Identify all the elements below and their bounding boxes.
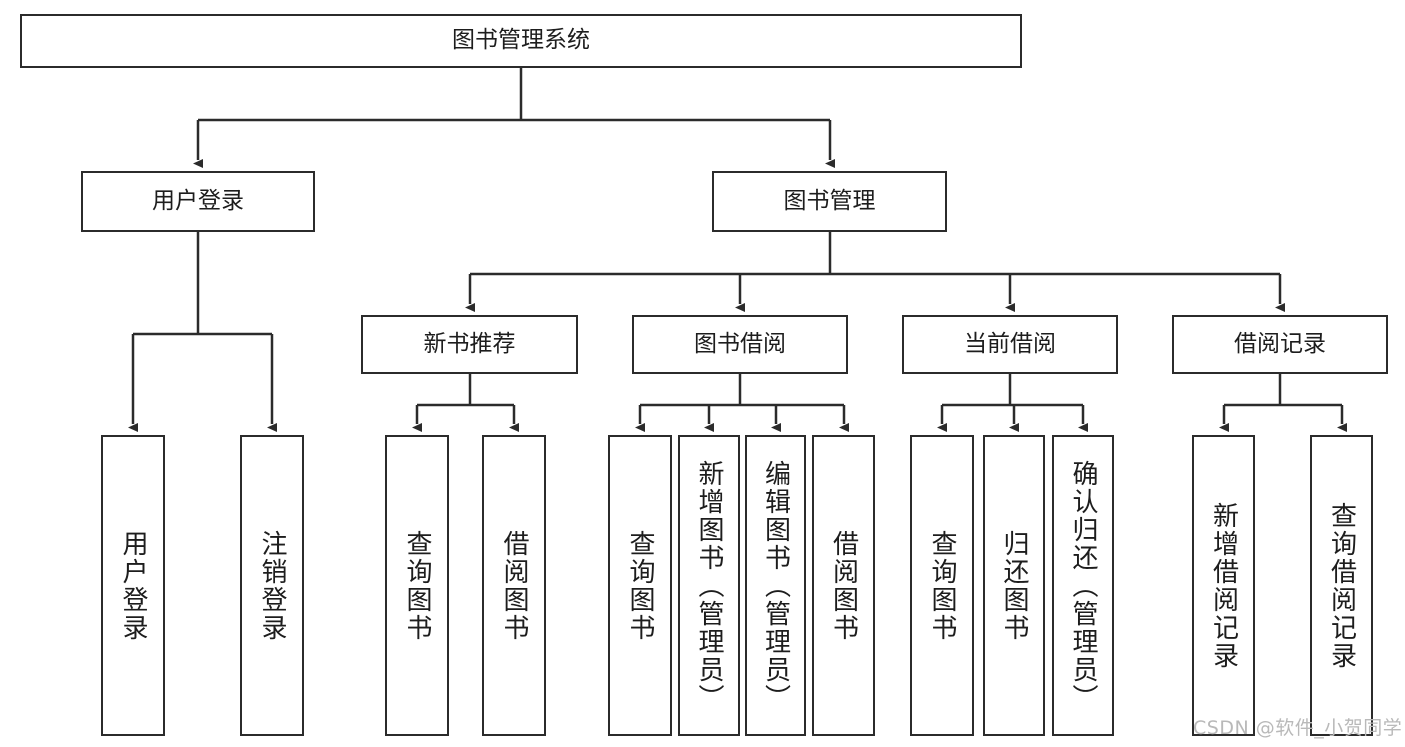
node-label: 借阅图书: [828, 529, 859, 642]
node-label: 确认归还（管理员）: [1068, 459, 1098, 712]
node-label: 注销登录: [257, 529, 287, 642]
node-l2-book-manage[interactable]: 图书管理: [712, 171, 947, 232]
node-label: 图书管理: [783, 187, 876, 214]
node-label: 编辑图书（管理员）: [760, 459, 791, 712]
node-label: 用户登录: [152, 187, 244, 214]
node-leaf-return-book[interactable]: 归还图书: [983, 435, 1045, 736]
node-label: 查询图书: [402, 529, 432, 642]
node-leaf-borrow-books-1[interactable]: 借阅图书: [482, 435, 546, 736]
node-label: 新书推荐: [423, 330, 516, 357]
node-label: 新增借阅记录: [1208, 501, 1239, 670]
node-leaf-query-books-2[interactable]: 查询图书: [608, 435, 672, 736]
node-leaf-edit-book[interactable]: 编辑图书（管理员）: [745, 435, 806, 736]
node-label: 借阅记录: [1234, 330, 1326, 357]
node-l3-current-borrow[interactable]: 当前借阅: [902, 315, 1118, 374]
node-l3-borrow-record[interactable]: 借阅记录: [1172, 315, 1388, 374]
node-label: 图书借阅: [694, 330, 786, 357]
node-label: 查询图书: [625, 529, 655, 642]
node-leaf-add-book[interactable]: 新增图书（管理员）: [678, 435, 740, 736]
node-l2-user-login[interactable]: 用户登录: [81, 171, 315, 232]
node-label: 借阅图书: [499, 529, 529, 642]
node-root[interactable]: 图书管理系统: [20, 14, 1022, 68]
node-label: 查询图书: [927, 529, 957, 642]
node-leaf-logout[interactable]: 注销登录: [240, 435, 304, 736]
node-l3-book-borrow[interactable]: 图书借阅: [632, 315, 848, 374]
node-leaf-user-login[interactable]: 用户登录: [101, 435, 165, 736]
node-label: 新增图书（管理员）: [694, 459, 724, 712]
node-leaf-query-record[interactable]: 查询借阅记录: [1310, 435, 1373, 736]
edge-paths: [128, 68, 1347, 432]
node-label: 归还图书: [999, 529, 1029, 642]
node-leaf-query-books-1[interactable]: 查询图书: [385, 435, 449, 736]
node-leaf-add-record[interactable]: 新增借阅记录: [1192, 435, 1255, 736]
node-leaf-borrow-books-2[interactable]: 借阅图书: [812, 435, 875, 736]
node-label: 查询借阅记录: [1326, 501, 1357, 670]
node-leaf-confirm-return[interactable]: 确认归还（管理员）: [1052, 435, 1114, 736]
node-label: 当前借阅: [964, 330, 1056, 357]
node-label: 用户登录: [118, 529, 148, 642]
node-l3-new-book-rec[interactable]: 新书推荐: [361, 315, 578, 374]
node-leaf-query-books-3[interactable]: 查询图书: [910, 435, 974, 736]
node-label: 图书管理系统: [452, 27, 590, 54]
